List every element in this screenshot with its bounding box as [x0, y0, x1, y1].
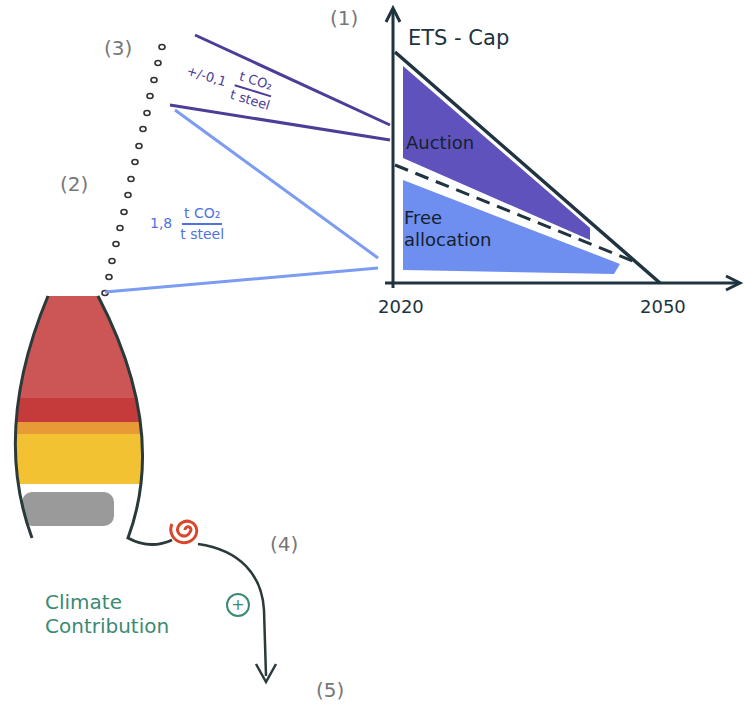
furnace-outline [98, 296, 172, 545]
free-allocation-band-label: Free allocation [402, 205, 516, 253]
callout-number: (2) [60, 172, 88, 196]
unit-denominator: t steel [180, 226, 224, 243]
output-arrow [198, 544, 266, 676]
callout-number: (5) [316, 678, 344, 702]
plus-sign: + [231, 597, 244, 613]
axis-arrowhead [726, 276, 740, 290]
spiral-symbol [171, 521, 197, 543]
free-allocation-band [403, 180, 620, 274]
cap-line [395, 52, 660, 283]
fraction: t CO₂ t steel [178, 205, 226, 243]
fraction: t CO₂t steel [226, 67, 279, 114]
chart-title: ETS - Cap [408, 26, 509, 51]
value-slot: 1,8 [150, 215, 172, 232]
dotted-column [102, 45, 165, 296]
blast-furnace-fill [0, 296, 170, 526]
year-label: 2020 [378, 296, 424, 318]
climate-label: Climate Contribution [45, 590, 220, 638]
furnace-outline [15, 296, 48, 538]
value-slot: +/-0,1 [184, 62, 227, 89]
fraction-top: t CO₂ [182, 205, 222, 225]
intensity-annotation: +/-0,1t CO₂t steel [181, 53, 279, 113]
band-label: Free allocation [404, 207, 514, 250]
callout-number: (1) [330, 6, 358, 30]
axis-arrowhead [386, 8, 400, 22]
fraction-bottom: t steel [178, 225, 226, 243]
x-axis [385, 282, 738, 285]
intensity-value: +/-0,1 [184, 62, 227, 89]
split-line [395, 165, 635, 262]
benchmark-line [105, 268, 378, 292]
callout-number: (4) [270, 532, 298, 556]
benchmark-annotation: 1,8 t CO₂ t steel [150, 205, 226, 243]
auction-band-label: Auction [404, 130, 477, 156]
benchmark-line [175, 110, 378, 258]
benchmark-value: 1,8 [150, 215, 172, 232]
y-axis [392, 10, 395, 288]
callout-number: (3) [104, 36, 132, 60]
unit-numerator: t CO₂ [184, 205, 220, 222]
arrowhead [256, 664, 276, 682]
intensity-line [170, 105, 390, 140]
plus-circle [227, 594, 249, 616]
band-label: Auction [406, 132, 474, 154]
year-label: 2050 [640, 296, 686, 318]
